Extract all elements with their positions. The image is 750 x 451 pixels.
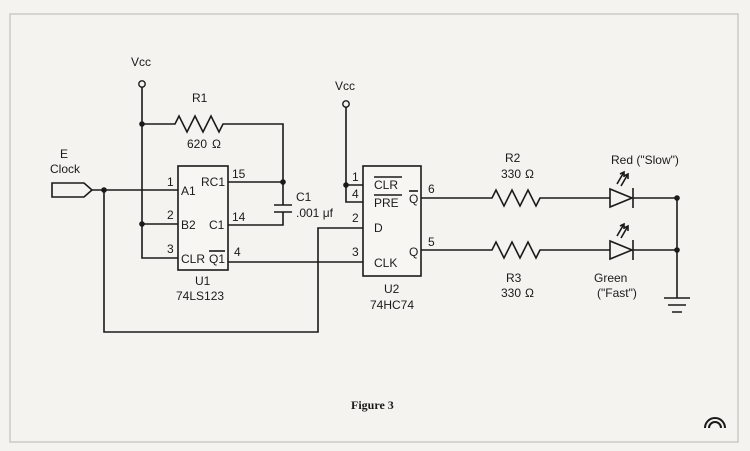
r3-unit: Ω (525, 286, 534, 300)
u2-pin4-num: 4 (352, 187, 359, 201)
red-led: Red ("Slow") (609, 153, 679, 209)
u1-pin1-num: 1 (167, 175, 174, 189)
u2-pin-q: Q (409, 245, 418, 259)
c1-capacitor: C1 .001 μf (228, 179, 334, 226)
u2-body (362, 165, 422, 277)
u2-pin2-num: 2 (352, 211, 359, 225)
u2-chip: 1 CLR 4 PRE 2 D 3 CLK Q 6 Q 5 U2 74HC74 (352, 165, 435, 312)
u1-pin-c1: C1 (209, 218, 225, 232)
u1-pin-q1: Q1 (209, 252, 225, 266)
u1-ref: U1 (195, 274, 211, 288)
figure-caption: Figure 3 (351, 398, 394, 412)
c1-value: .001 μf (296, 206, 334, 220)
u2-pin5-num: 5 (428, 235, 435, 249)
r3-value: 330 (501, 286, 521, 300)
u1-pin3-num: 3 (167, 242, 174, 256)
green-led: Green ("Fast") (594, 222, 677, 300)
page-border (9, 13, 739, 443)
u2-pin6-num: 6 (428, 182, 435, 196)
green-led-label-2: ("Fast") (597, 286, 637, 300)
u2-pin3-num: 3 (352, 245, 359, 259)
u1-pin-a1: A1 (181, 184, 196, 198)
vcc-right-terminal (342, 100, 350, 108)
green-led-label-1: Green (594, 271, 627, 285)
green-led-arrowheads (619, 222, 629, 231)
vcc-left-rail: Vcc (131, 55, 178, 259)
c1-name: C1 (296, 190, 312, 204)
r1-value: 620 (187, 137, 207, 151)
r2-resistor: R2 330 Ω (421, 151, 610, 208)
u1-pin15-num: 15 (232, 167, 246, 181)
u2-part: 74HC74 (370, 298, 414, 312)
u2-pin-qbar: Q (409, 192, 418, 206)
u1-body (177, 165, 229, 271)
r2-unit: Ω (525, 167, 534, 181)
input-label-clock: Clock (50, 162, 81, 176)
u1-pin-b2: B2 (181, 218, 196, 232)
r1-name: R1 (192, 91, 208, 105)
u2-ref: U2 (384, 282, 400, 296)
ground-icon (664, 297, 690, 313)
r3-name: R3 (506, 271, 522, 285)
red-led-label: Red ("Slow") (611, 153, 679, 167)
red-led-light-icon (616, 171, 629, 187)
vcc-right-label: Vcc (335, 79, 355, 93)
u2-pin-clr: CLR (374, 178, 398, 192)
u2-pin-d: D (374, 221, 383, 235)
u1-pin4-num: 4 (234, 245, 241, 259)
r1-unit: Ω (212, 137, 221, 151)
e-clock-input: E Clock (50, 147, 363, 333)
vcc-left-terminal (138, 80, 146, 88)
u2-pin-clk: CLK (374, 256, 397, 270)
u1-pin2-num: 2 (167, 208, 174, 222)
r2-name: R2 (505, 151, 521, 165)
vcc-right-rail: Vcc (335, 79, 363, 203)
u1-chip: 1 A1 2 B2 3 CLR 15 RC1 14 C1 4 Q1 U1 74L… (167, 165, 363, 303)
vcc-left-label: Vcc (131, 55, 151, 69)
input-label-e: E (60, 147, 68, 161)
u2-pin1-num: 1 (352, 170, 359, 184)
ground-symbol (664, 195, 690, 313)
u1-pin-clr: CLR (181, 252, 205, 266)
u1-part: 74LS123 (176, 289, 224, 303)
r2-value: 330 (501, 167, 521, 181)
r3-resistor: R3 330 Ω (421, 240, 610, 300)
u1-pin14-num: 14 (232, 210, 246, 224)
input-connector-icon (51, 182, 94, 198)
green-led-light-icon (616, 223, 629, 239)
red-led-arrowheads (619, 170, 629, 179)
publisher-logo-icon (704, 417, 726, 429)
u2-pin-pre: PRE (374, 196, 399, 210)
r1-resistor: R1 620 Ω (142, 91, 284, 182)
u1-pin-rc1: RC1 (201, 175, 225, 189)
